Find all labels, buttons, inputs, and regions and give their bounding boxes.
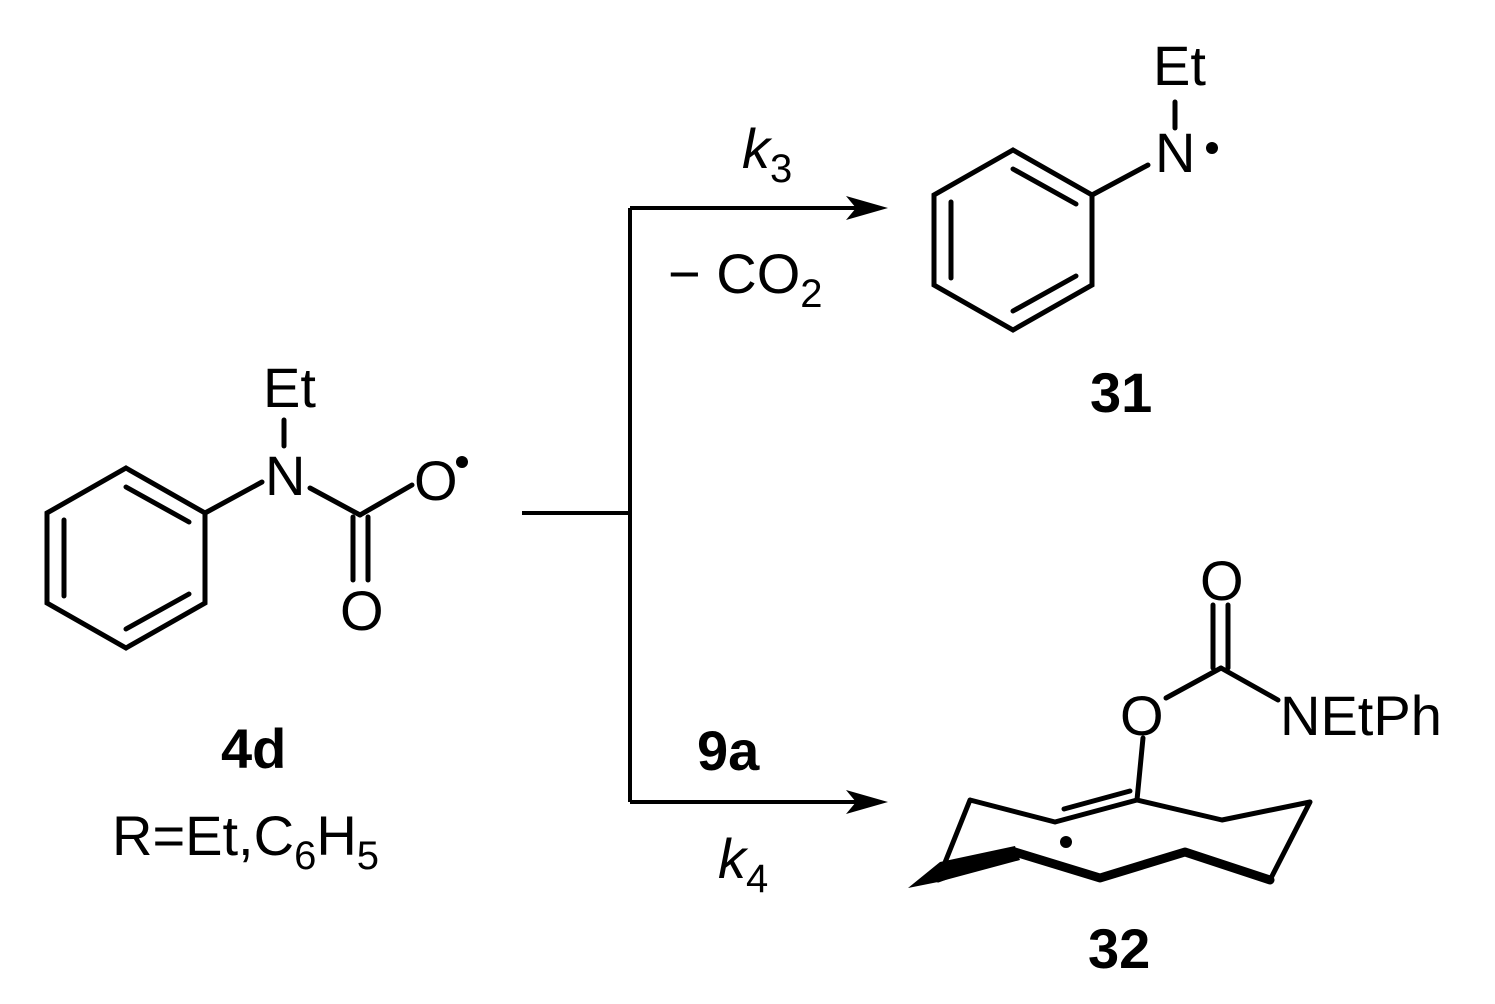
reactant-r-h: H bbox=[316, 804, 356, 867]
lower-arrowhead bbox=[846, 790, 888, 814]
reactant-r-definition: R=Et,C6H5 bbox=[112, 804, 379, 878]
product-31-ring-double-bond bbox=[1010, 273, 1079, 314]
upper-loss-subscript: 2 bbox=[800, 272, 822, 316]
reactant-n-c-bond bbox=[307, 485, 363, 518]
upper-loss-prefix: − CO bbox=[668, 242, 800, 305]
reactant-et-label: Et bbox=[263, 356, 316, 419]
reactant-radical-dot bbox=[456, 456, 468, 468]
product-32-ring-double-bond bbox=[1061, 788, 1133, 812]
upper-rate-symbol: k bbox=[742, 117, 773, 180]
product-32-chair-front-bonds bbox=[1010, 847, 1275, 885]
reactant-ring-n-bond bbox=[202, 479, 265, 516]
product-32-amine-label: NEtPh bbox=[1280, 684, 1442, 747]
product-31-n-label: N bbox=[1155, 121, 1195, 184]
lower-rate-constant: k4 bbox=[718, 827, 768, 901]
upper-arrowhead bbox=[846, 196, 888, 220]
lower-rate-symbol: k bbox=[718, 827, 749, 890]
reactant-o-carbonyl-label: O bbox=[340, 579, 384, 642]
reactant-r-c-subscript: 6 bbox=[294, 834, 316, 878]
product-32-c-o-bond bbox=[1163, 665, 1224, 701]
product-31-compound-number: 31 bbox=[1090, 361, 1152, 424]
reactant-o-radical-label: O bbox=[414, 449, 458, 512]
lower-reagent-label: 9a bbox=[697, 719, 760, 782]
reactant-benzene-ring bbox=[44, 465, 208, 651]
product-32-chair-front-edge bbox=[908, 846, 1020, 888]
upper-co2-loss: − CO2 bbox=[668, 242, 823, 316]
product-31-benzene-ring bbox=[931, 147, 1095, 333]
product-31-structure bbox=[931, 99, 1178, 333]
reactant-r-prefix: R=Et,C bbox=[112, 804, 294, 867]
upper-rate-constant: k3 bbox=[742, 117, 792, 191]
product-31-radical-dot bbox=[1206, 142, 1218, 154]
reactant-4d-structure bbox=[44, 417, 415, 651]
reactant-r-h-subscript: 5 bbox=[357, 834, 379, 878]
reactant-ring-double-bond bbox=[123, 591, 192, 632]
reactant-ring-double-bond bbox=[123, 484, 192, 525]
product-32-radical-dot bbox=[1060, 836, 1072, 848]
product-31-ring-double-bond bbox=[1010, 166, 1079, 207]
product-32-o-ring-bond bbox=[1134, 735, 1146, 803]
branching-arrows bbox=[522, 206, 862, 804]
product-32-c-n-bond bbox=[1218, 665, 1281, 703]
reactant-c-o-bond bbox=[357, 482, 415, 518]
upper-rate-index: 3 bbox=[770, 147, 792, 191]
lower-rate-index: 4 bbox=[746, 857, 768, 901]
product-31-et-label: Et bbox=[1153, 34, 1206, 97]
product-32-o-carbonyl-label: O bbox=[1200, 549, 1244, 612]
reactant-n-label: N bbox=[265, 444, 305, 507]
product-32-o-ester-label: O bbox=[1120, 684, 1164, 747]
product-31-ring-n-bond bbox=[1089, 162, 1151, 198]
reactant-compound-number: 4d bbox=[221, 717, 286, 780]
product-32-compound-number: 32 bbox=[1088, 917, 1150, 980]
